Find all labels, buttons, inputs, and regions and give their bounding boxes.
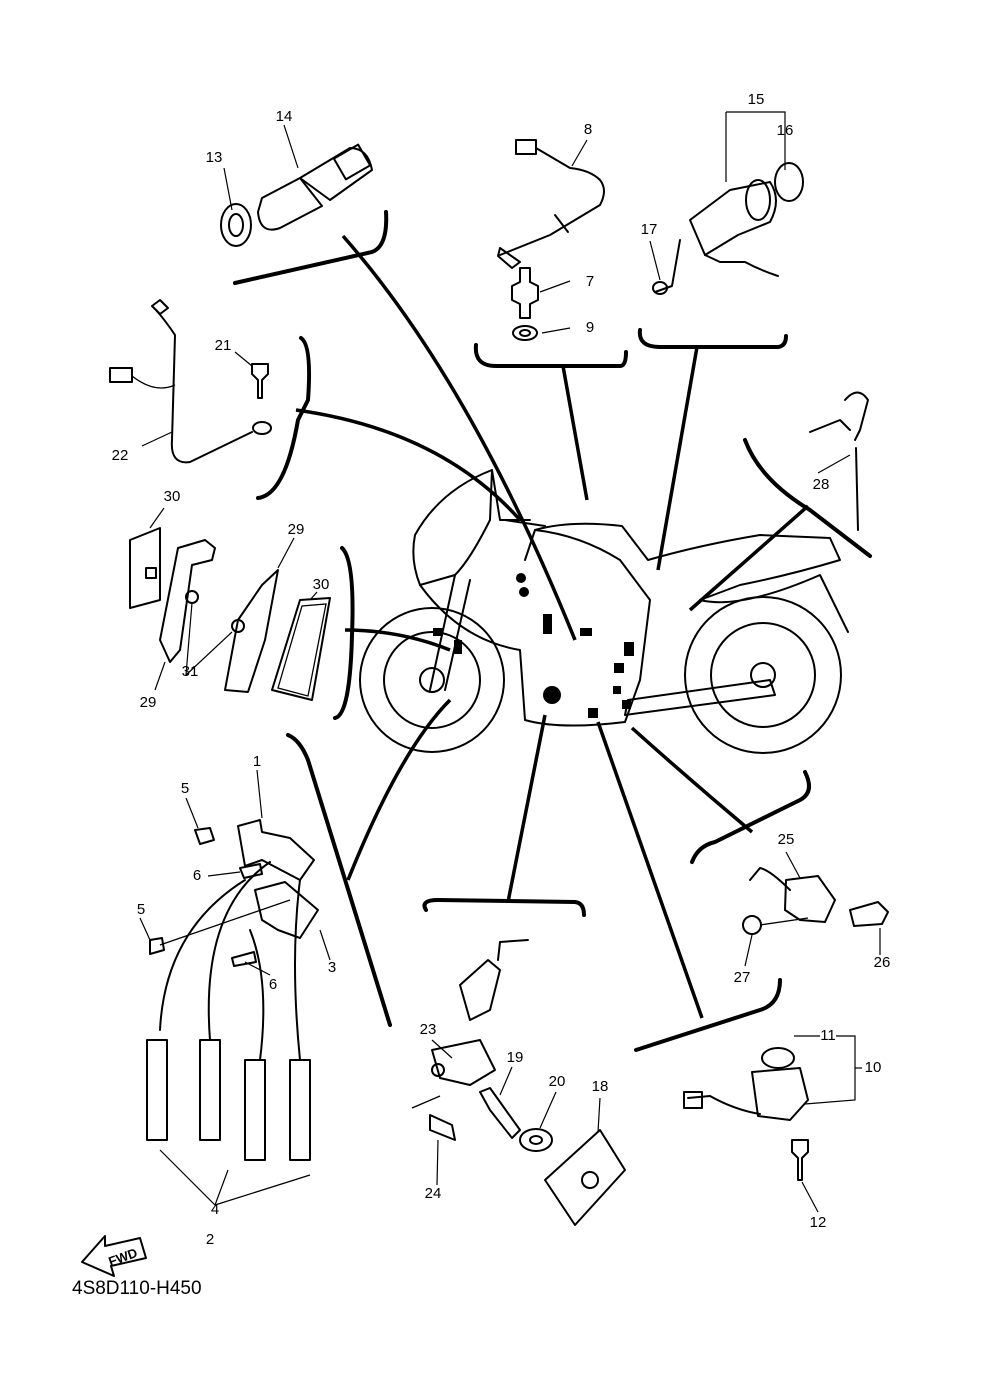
callout-22: 22 [112, 447, 129, 464]
group-brackets [233, 210, 872, 1052]
callout-7: 7 [586, 273, 594, 290]
callout-5a: 5 [181, 780, 189, 797]
reflectors-and-brackets [129, 527, 331, 701]
callout-14: 14 [276, 108, 293, 125]
callout-9: 9 [586, 319, 594, 336]
callout-25: 25 [778, 831, 795, 848]
callout-29b: 29 [140, 694, 157, 711]
callout-24: 24 [425, 1185, 442, 1202]
callout-1: 1 [253, 753, 261, 770]
callout-19: 19 [507, 1049, 524, 1066]
crank-sensor-25 [742, 867, 889, 935]
motorcycle-outline [359, 469, 849, 754]
callout-13: 13 [206, 149, 223, 166]
callout-21: 21 [215, 337, 232, 354]
callout-26: 26 [874, 954, 891, 971]
callout-4: 4 [211, 1201, 219, 1218]
pickup-rotor-18-19-20 [429, 1087, 626, 1226]
callout-17: 17 [641, 221, 658, 238]
callout-10: 10 [865, 1059, 882, 1076]
callout-30a: 30 [164, 488, 181, 505]
callout-12: 12 [810, 1214, 827, 1231]
neutral-switch-7 [511, 267, 539, 341]
callout-16: 16 [777, 122, 794, 139]
callout-2: 2 [206, 1231, 214, 1248]
fwd-arrow-icon: FWD [81, 1235, 147, 1277]
callout-31: 31 [182, 663, 199, 680]
fwd-label: FWD [106, 1245, 139, 1269]
callout-28: 28 [813, 476, 830, 493]
callout-18: 18 [592, 1078, 609, 1095]
callout-11: 11 [820, 1027, 836, 1044]
callout-27: 27 [734, 969, 751, 986]
callout-29a: 29 [288, 521, 305, 538]
speed-sensor-10 [683, 1047, 809, 1181]
temperature-sensor-14 [220, 143, 373, 247]
callout-6a: 6 [193, 867, 201, 884]
callout-numbers: 1 2 3 4 5 5 6 6 7 8 9 10 11 12 13 14 15 … [112, 91, 891, 1248]
callout-6b: 6 [269, 976, 277, 993]
pickup-coil-23 [411, 939, 529, 1109]
pointer-lines [295, 234, 810, 1019]
callout-5b: 5 [137, 901, 145, 918]
callout-3: 3 [328, 959, 336, 976]
battery-lead-22 [109, 299, 272, 464]
bank-angle-sensor-28 [809, 391, 869, 531]
callout-8: 8 [584, 121, 592, 138]
drawing-code: 4S8D110-H450 [72, 1278, 202, 1299]
callout-23: 23 [420, 1021, 437, 1038]
ignition-coil-1-3 [149, 819, 319, 967]
speed-sensor-15 [652, 162, 804, 295]
callout-15: 15 [748, 91, 765, 108]
callout-20: 20 [549, 1073, 566, 1090]
lead-8 [497, 139, 605, 269]
leader-lines [139, 111, 881, 1213]
callout-30b: 30 [313, 576, 330, 593]
location-markers [433, 573, 634, 718]
plug-caps-4 [146, 861, 311, 1207]
